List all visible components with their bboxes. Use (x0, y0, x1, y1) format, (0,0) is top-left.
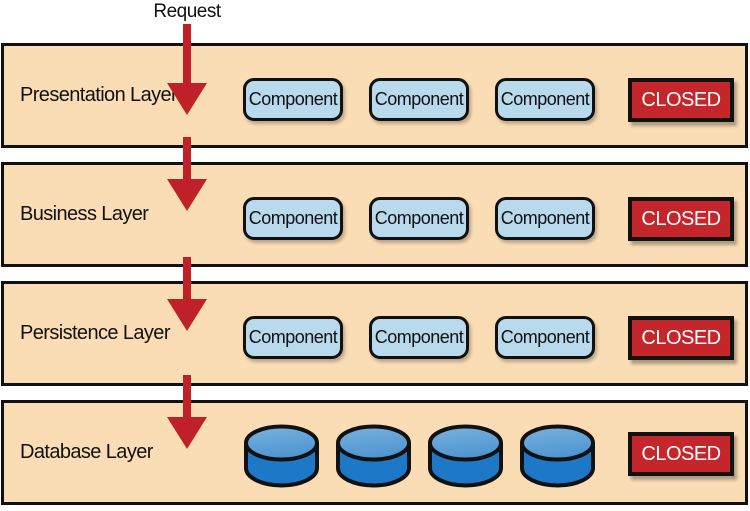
component-box: Component (495, 78, 595, 121)
layer-label: Presentation Layer (20, 84, 178, 106)
component-box: Component (243, 78, 343, 121)
layer-label: Persistence Layer (20, 322, 170, 344)
closed-badge: CLOSED (628, 78, 734, 122)
request-label: Request (153, 1, 221, 22)
layer-database: Database Layer (1, 400, 748, 505)
request-arrow-icon (167, 137, 207, 211)
component-box: Component (243, 197, 343, 240)
layer-label: Business Layer (20, 203, 149, 225)
database-row (242, 422, 597, 490)
request-arrow-icon (167, 257, 207, 331)
database-cylinder-icon (334, 422, 413, 490)
layer-persistence: Persistence Layer Component Component Co… (1, 281, 748, 386)
closed-badge: CLOSED (628, 316, 734, 360)
component-box: Component (369, 197, 469, 240)
database-cylinder-icon (242, 422, 321, 490)
component-box: Component (243, 316, 343, 359)
layer-label: Database Layer (20, 441, 153, 463)
component-box: Component (495, 316, 595, 359)
closed-badge: CLOSED (628, 197, 734, 241)
database-cylinder-icon (518, 422, 597, 490)
database-cylinder-icon (426, 422, 505, 490)
component-box: Component (369, 78, 469, 121)
layer-presentation: Presentation Layer Component Component C… (1, 43, 748, 148)
component-box: Component (369, 316, 469, 359)
request-arrow-icon (167, 24, 207, 115)
request-arrow-icon (167, 375, 207, 449)
component-box: Component (495, 197, 595, 240)
closed-badge: CLOSED (628, 432, 734, 476)
layer-business: Business Layer Component Component Compo… (1, 162, 748, 267)
